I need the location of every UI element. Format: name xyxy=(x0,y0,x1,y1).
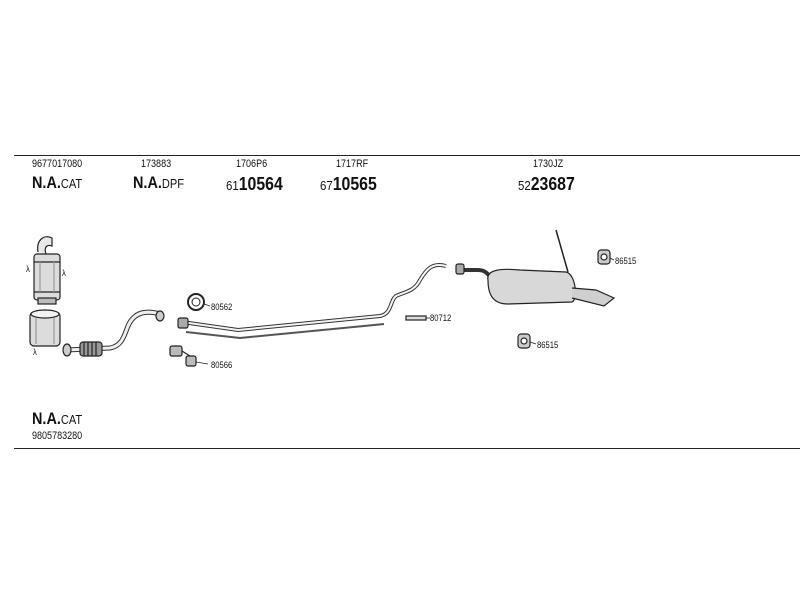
part-status-suffix: CAT xyxy=(60,176,83,191)
hanger-80712-part xyxy=(405,315,427,321)
footer-divider xyxy=(14,448,800,449)
center-pipe-part xyxy=(177,263,447,340)
part-number-prefix: 67 xyxy=(320,178,333,193)
clamp-80566-part xyxy=(169,345,197,367)
footer-status: N.A.CAT xyxy=(32,409,82,429)
footer-part-code: 9805783280 xyxy=(32,430,83,442)
callout-rubber-bottom: 86515 xyxy=(537,340,559,350)
dpf-part xyxy=(29,309,61,347)
lambda-sensor-a: λ xyxy=(26,264,30,274)
rear-muffler-part xyxy=(455,229,616,307)
callout-rubber-top: 86515 xyxy=(615,256,637,266)
part-number-prefix: 61 xyxy=(226,178,239,193)
header-divider xyxy=(14,155,800,156)
clamp-80562-part xyxy=(187,293,205,311)
part-code-5: 1730JZ xyxy=(533,158,564,170)
lambda-sensor-c: λ xyxy=(33,347,37,357)
callout-clamp-80566: 80566 xyxy=(211,360,233,370)
part-number-main: 23687 xyxy=(530,174,575,194)
rubber-mount-bottom-part xyxy=(517,333,531,349)
part-status-na: N.A. xyxy=(32,173,61,192)
part-number-4: 6710565 xyxy=(320,174,377,195)
footer-status-na: N.A. xyxy=(32,409,61,428)
part-number-main: 10565 xyxy=(332,174,377,194)
part-status-suffix: DPF xyxy=(161,176,184,191)
part-status-na: N.A. xyxy=(133,173,162,192)
part-code-3: 1706P6 xyxy=(236,158,268,170)
part-status-2: N.A.DPF xyxy=(133,173,184,193)
part-number-main: 10564 xyxy=(238,174,283,194)
catalytic-converter-part xyxy=(33,236,61,305)
callout-hanger-80712: 80712 xyxy=(430,313,452,323)
callout-clamp-80562: 80562 xyxy=(211,302,233,312)
part-code-1: 9677017080 xyxy=(32,158,83,170)
front-pipe-part xyxy=(62,309,165,357)
footer-status-suffix: CAT xyxy=(60,412,83,427)
part-number-5: 5223687 xyxy=(518,174,575,195)
lambda-sensor-b: λ xyxy=(62,268,66,278)
part-status-1: N.A.CAT xyxy=(32,173,82,193)
part-number-3: 6110564 xyxy=(226,174,283,195)
rubber-mount-top-part xyxy=(597,249,611,265)
part-code-2: 173883 xyxy=(141,158,172,170)
part-number-prefix: 52 xyxy=(518,178,531,193)
part-code-4: 1717RF xyxy=(336,158,369,170)
